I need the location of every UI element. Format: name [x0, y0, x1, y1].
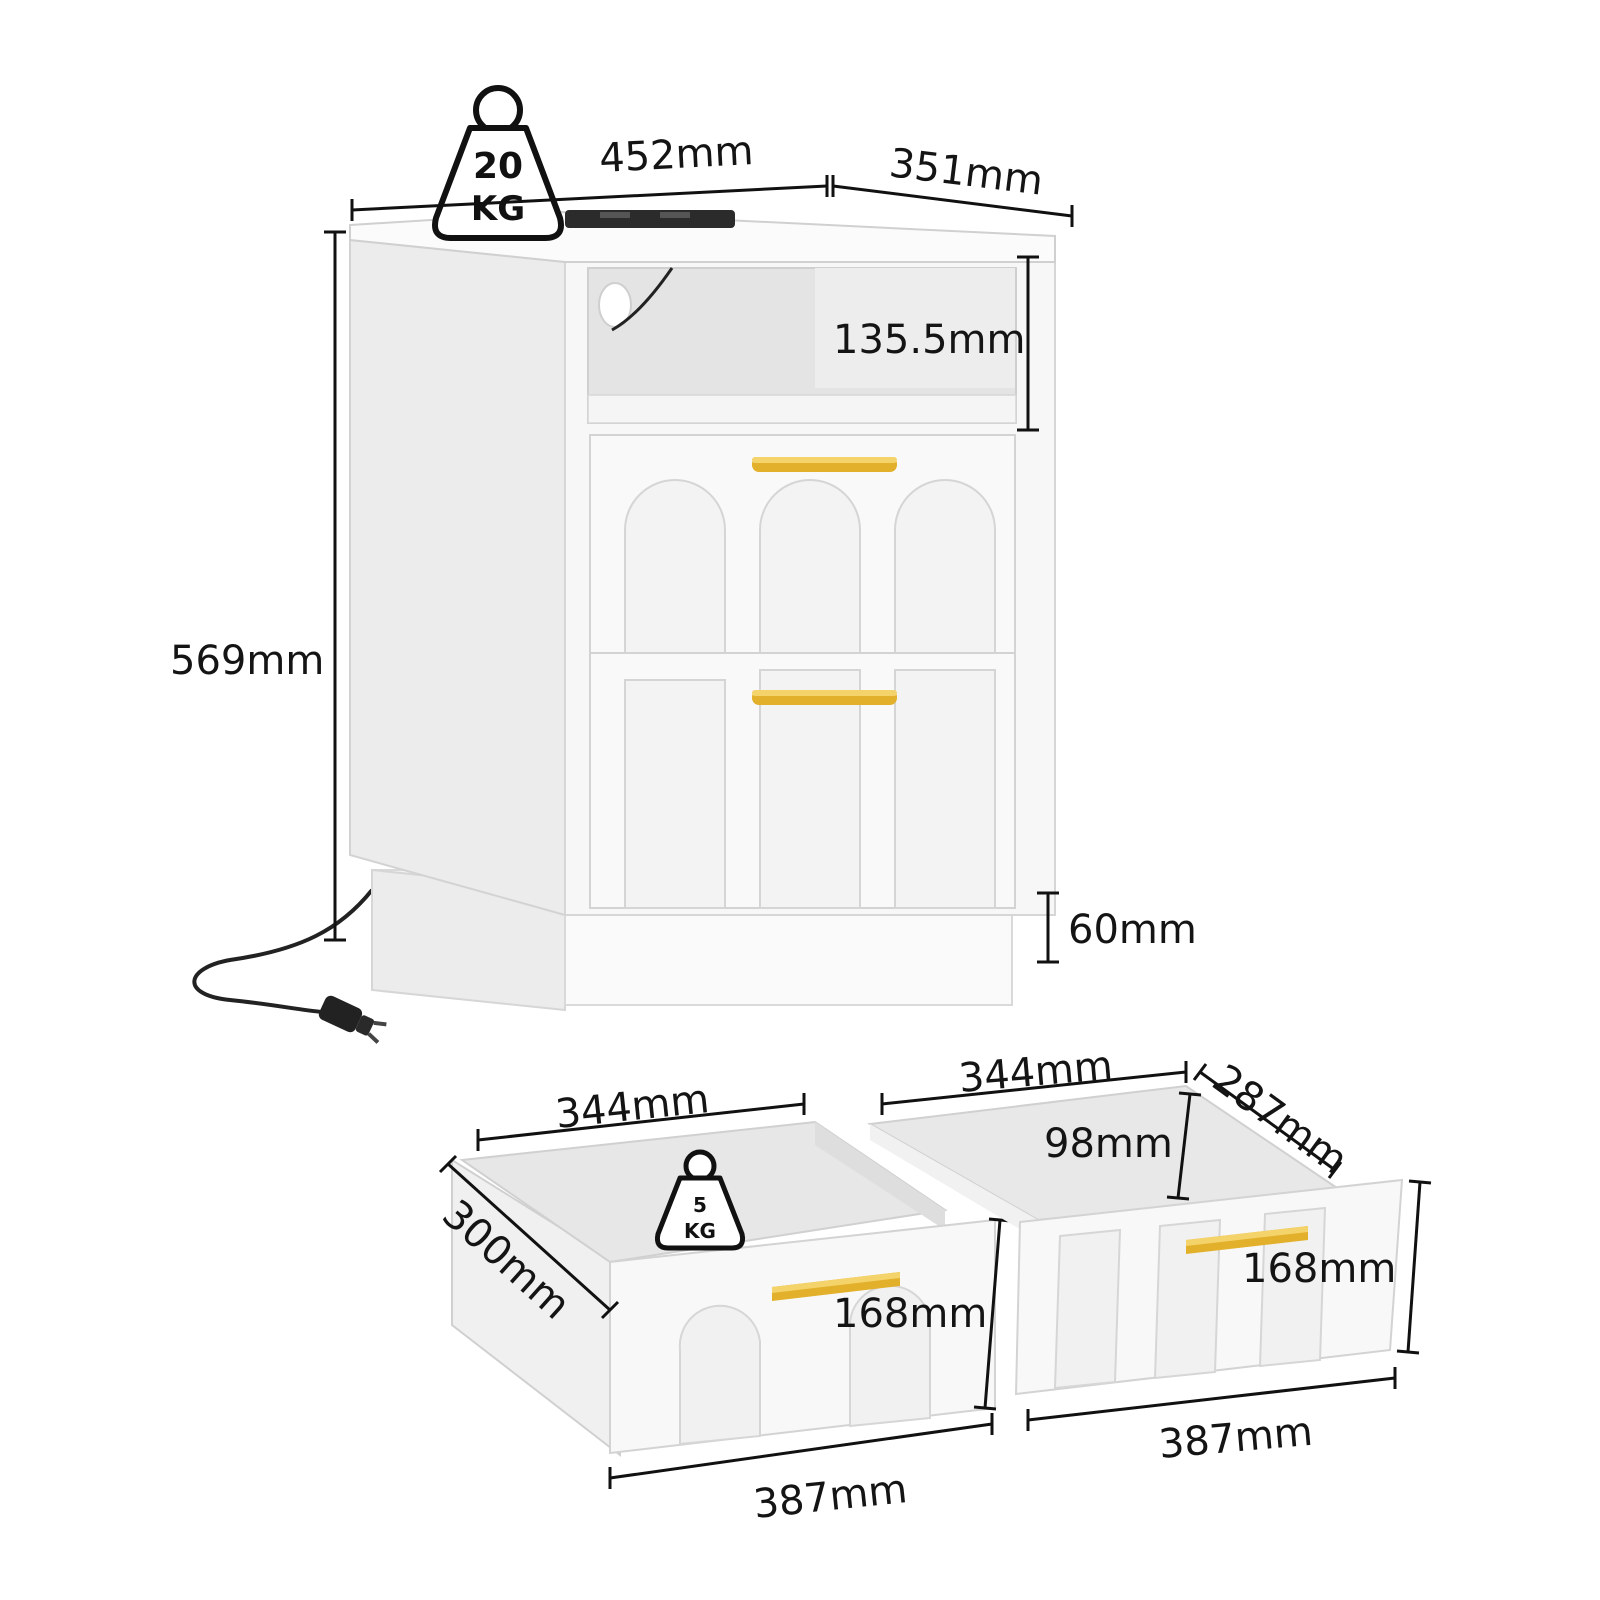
drawer-handle-icon	[1186, 1226, 1308, 1254]
drawer-right-flutes	[1053, 1206, 1327, 1390]
fluted-panels	[624, 669, 996, 909]
drawer-handle-icon	[752, 690, 897, 705]
main-depth-dimension: 351mm	[831, 140, 1074, 227]
shelf-floor	[587, 394, 1017, 424]
drawer-right-side	[870, 1124, 1038, 1240]
drawer-right-height-label: 168mm	[1242, 1246, 1396, 1292]
main-height-label: 569mm	[170, 638, 324, 684]
drawer-right-inner-height-label: 98mm	[1044, 1121, 1173, 1167]
main-width-label: 452mm	[598, 128, 754, 182]
drawer-weight-unit: KG	[684, 1219, 716, 1243]
shelf-height-dimension: 135.5mm	[833, 255, 1039, 432]
drawer-right-height-dimension: 168mm	[1242, 1179, 1432, 1355]
weight-icon: 20 KG	[432, 85, 564, 241]
side-panel	[349, 238, 566, 917]
drawer-left-height-label: 168mm	[833, 1291, 987, 1337]
main-weight-unit: KG	[471, 189, 525, 229]
drawer-handle-icon	[752, 457, 897, 472]
base-height-dimension: 60mm	[1037, 891, 1197, 964]
drawer-left	[451, 1120, 996, 1458]
internal-cable	[611, 267, 674, 332]
shelf-height-label: 135.5mm	[833, 317, 1025, 363]
power-cord	[192, 888, 374, 1014]
drawer-left-height-dimension: 168mm	[833, 1217, 1012, 1411]
main-weight-value: 20	[473, 146, 523, 187]
drawer-right-front-width-label: 387mm	[1157, 1409, 1315, 1468]
drawer-right-width-label: 344mm	[957, 1043, 1115, 1102]
power-strip-icon	[565, 210, 735, 228]
nightstand	[192, 210, 1056, 1044]
shelf-back-light	[815, 268, 1015, 388]
weight-icon: 5 KG	[655, 1149, 745, 1251]
drawer-weight-value: 5	[693, 1193, 707, 1217]
drawer-right	[866, 1084, 1404, 1396]
arch-panels	[624, 479, 996, 654]
base-height-label: 60mm	[1068, 907, 1197, 953]
drawer-left-back-wall	[815, 1122, 945, 1230]
main-height-dimension: 569mm	[170, 230, 346, 942]
drawer-left-arches	[678, 1284, 931, 1446]
drawer-left-front-width-label: 387mm	[751, 1466, 909, 1528]
drawer-right-inner-height-dimension: 98mm	[1044, 1091, 1202, 1201]
drawer-left-width-label: 344mm	[553, 1076, 711, 1138]
main-width-dimension: 452mm	[350, 128, 829, 221]
power-plug-icon	[318, 995, 387, 1044]
drawer-handle-icon	[772, 1272, 900, 1301]
